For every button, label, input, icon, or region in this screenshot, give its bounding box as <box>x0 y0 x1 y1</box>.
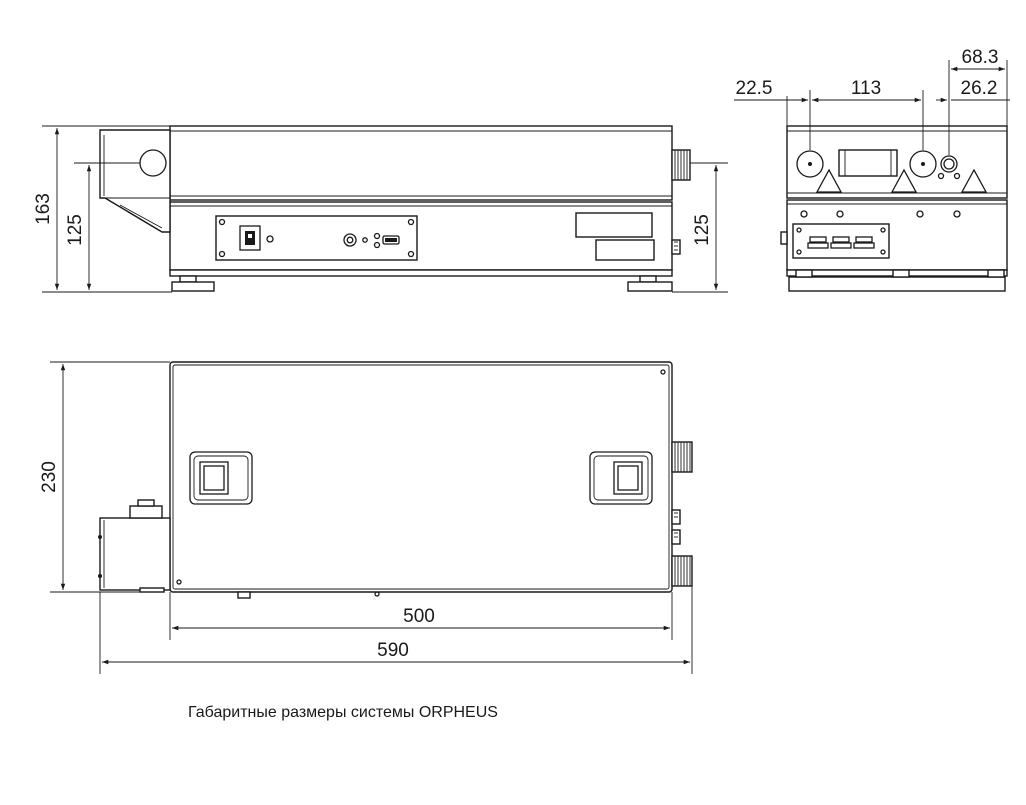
drawing-caption: Габаритные размеры системы ORPHEUS <box>188 704 498 721</box>
connector-circle-icon <box>343 233 357 247</box>
dim-side-right-height: 125 <box>692 214 713 246</box>
warning-triangle-icon <box>960 168 988 193</box>
side-label-plate-2 <box>595 239 655 261</box>
front-base <box>788 276 1006 292</box>
front-window <box>838 149 898 177</box>
top-handle-left <box>189 451 253 505</box>
dim-front-right-offset: 68.3 <box>962 47 999 68</box>
dim-top-total-length: 590 <box>377 640 409 661</box>
side-right-small-connector <box>671 239 681 255</box>
dim-top-body-length: 500 <box>403 606 435 627</box>
side-label-plate-1 <box>575 212 653 238</box>
side-view: 163 125 125 <box>33 125 728 293</box>
front-connector-block <box>807 236 829 249</box>
side-foot-right <box>627 281 673 292</box>
top-housing <box>169 361 673 593</box>
side-upper-housing <box>169 125 673 201</box>
front-connector-block <box>830 236 852 249</box>
side-right-connector <box>671 149 691 181</box>
front-connector-block <box>853 236 875 249</box>
top-left-module <box>99 517 171 591</box>
dim-side-total-height: 163 <box>33 193 54 225</box>
power-switch-icon <box>239 225 261 251</box>
dim-front-left-offset: 22.5 <box>736 78 773 99</box>
front-port-left <box>796 150 824 178</box>
dim-front-hole-spacing: 113 <box>851 78 881 99</box>
top-handle-right <box>589 451 653 505</box>
top-right-connector-upper <box>671 441 693 473</box>
front-port-right <box>909 150 937 178</box>
top-right-connector-lower <box>671 555 693 587</box>
front-view: 22.5 113 68.3 26.2 <box>734 47 1010 292</box>
side-foot-left <box>171 281 215 292</box>
warning-triangle-icon <box>890 168 918 193</box>
dim-top-depth: 230 <box>39 461 60 493</box>
dim-side-body-height: 125 <box>65 214 86 246</box>
usb-port-icon <box>382 235 400 245</box>
dim-front-right-inner: 26.2 <box>961 78 998 99</box>
top-view: 230 500 590 <box>39 361 693 674</box>
front-small-port <box>940 155 958 173</box>
side-left-module <box>99 129 171 233</box>
front-connector-panel <box>792 223 890 259</box>
warning-triangle-icon <box>815 168 843 193</box>
top-right-small-connectors <box>671 509 681 545</box>
